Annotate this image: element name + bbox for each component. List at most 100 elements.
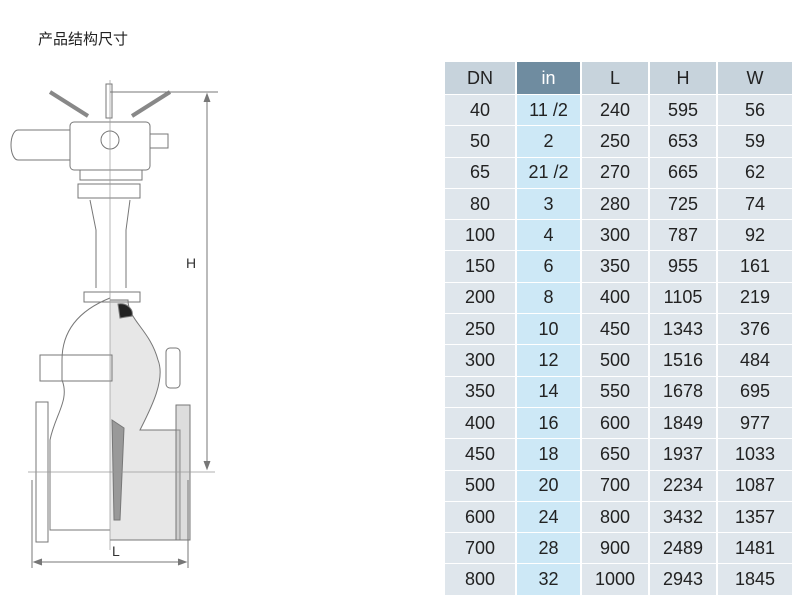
table-cell: 695 [718, 376, 792, 407]
table-cell: 1033 [718, 439, 792, 470]
table-cell: 80 [445, 188, 515, 220]
table-cell: 800 [445, 564, 515, 595]
table-cell: 653 [650, 126, 716, 157]
table-cell: 12 [517, 345, 580, 376]
table-cell: 250 [445, 314, 515, 345]
table-cell: 450 [582, 314, 648, 345]
table-cell: 74 [718, 188, 792, 220]
table-cell: 3 [517, 188, 580, 220]
table-cell: 2943 [650, 564, 716, 595]
table-cell: 350 [582, 251, 648, 282]
table-cell: 16 [517, 407, 580, 439]
table-cell: 3432 [650, 501, 716, 533]
table-cell: 32 [517, 564, 580, 595]
table-cell: 92 [718, 220, 792, 251]
table-cell: 600 [445, 501, 515, 533]
table-cell: 10 [517, 314, 580, 345]
table-cell: 150 [445, 251, 515, 282]
column-header-dn: DN [445, 62, 515, 94]
table-cell: 1849 [650, 407, 716, 439]
table-cell: 100 [445, 220, 515, 251]
table-cell: 1678 [650, 376, 716, 407]
table-cell: 2234 [650, 470, 716, 501]
centerline [28, 80, 215, 550]
table-cell: 20 [517, 470, 580, 501]
table-cell: 14 [517, 376, 580, 407]
table-cell: 800 [582, 501, 648, 533]
table-cell: 725 [650, 188, 716, 220]
table-cell: 219 [718, 282, 792, 314]
handwheel-icon [10, 83, 172, 303]
table-cell: 2489 [650, 533, 716, 564]
table-cell: 1516 [650, 345, 716, 376]
table-cell: 977 [718, 407, 792, 439]
table-cell: 376 [718, 314, 792, 345]
table-cell: 650 [582, 439, 648, 470]
table-cell: 200 [445, 282, 515, 314]
table-cell: 1481 [718, 533, 792, 564]
table-cell: 56 [718, 95, 792, 126]
table-cell: 600 [582, 407, 648, 439]
table-cell: 500 [445, 470, 515, 501]
table-cell: 700 [445, 533, 515, 564]
table-cell: 550 [582, 376, 648, 407]
section-title: 产品结构尺寸 [38, 30, 129, 48]
table-cell: 4 [517, 220, 580, 251]
table-cell: 665 [650, 157, 716, 188]
table-cell: 11 /2 [517, 95, 580, 126]
table-cell: 595 [650, 95, 716, 126]
table-cell: 900 [582, 533, 648, 564]
table-cell: 1845 [718, 564, 792, 595]
table-cell: 700 [582, 470, 648, 501]
table-cell: 450 [445, 439, 515, 470]
table-cell: 40 [445, 95, 515, 126]
table-cell: 787 [650, 220, 716, 251]
table-cell: 240 [582, 95, 648, 126]
table-cell: 161 [718, 251, 792, 282]
table-cell: 65 [445, 157, 515, 188]
table-cell: 50 [445, 126, 515, 157]
table-cell: 350 [445, 376, 515, 407]
column-header-l: L [582, 62, 648, 94]
table-cell: 21 /2 [517, 157, 580, 188]
length-label: L [112, 543, 120, 559]
column-header-in: in [517, 62, 580, 94]
table-cell: 1937 [650, 439, 716, 470]
table-cell: 1343 [650, 314, 716, 345]
column-header-w: W [718, 62, 792, 94]
table-cell: 2 [517, 126, 580, 157]
table-cell: 300 [445, 345, 515, 376]
table-cell: 8 [517, 282, 580, 314]
table-cell: 270 [582, 157, 648, 188]
table-cell: 955 [650, 251, 716, 282]
table-cell: 400 [582, 282, 648, 314]
table-cell: 1000 [582, 564, 648, 595]
table-cell: 24 [517, 501, 580, 533]
dimension-lines [31, 91, 218, 568]
table-cell: 400 [445, 407, 515, 439]
table-cell: 300 [582, 220, 648, 251]
gate-valve-drawing: H L [10, 80, 218, 568]
table-cell: 6 [517, 251, 580, 282]
table-cell: 250 [582, 126, 648, 157]
table-cell: 1087 [718, 470, 792, 501]
table-cell: 1357 [718, 501, 792, 533]
table-cell: 28 [517, 533, 580, 564]
table-cell: 62 [718, 157, 792, 188]
table-cell: 18 [517, 439, 580, 470]
